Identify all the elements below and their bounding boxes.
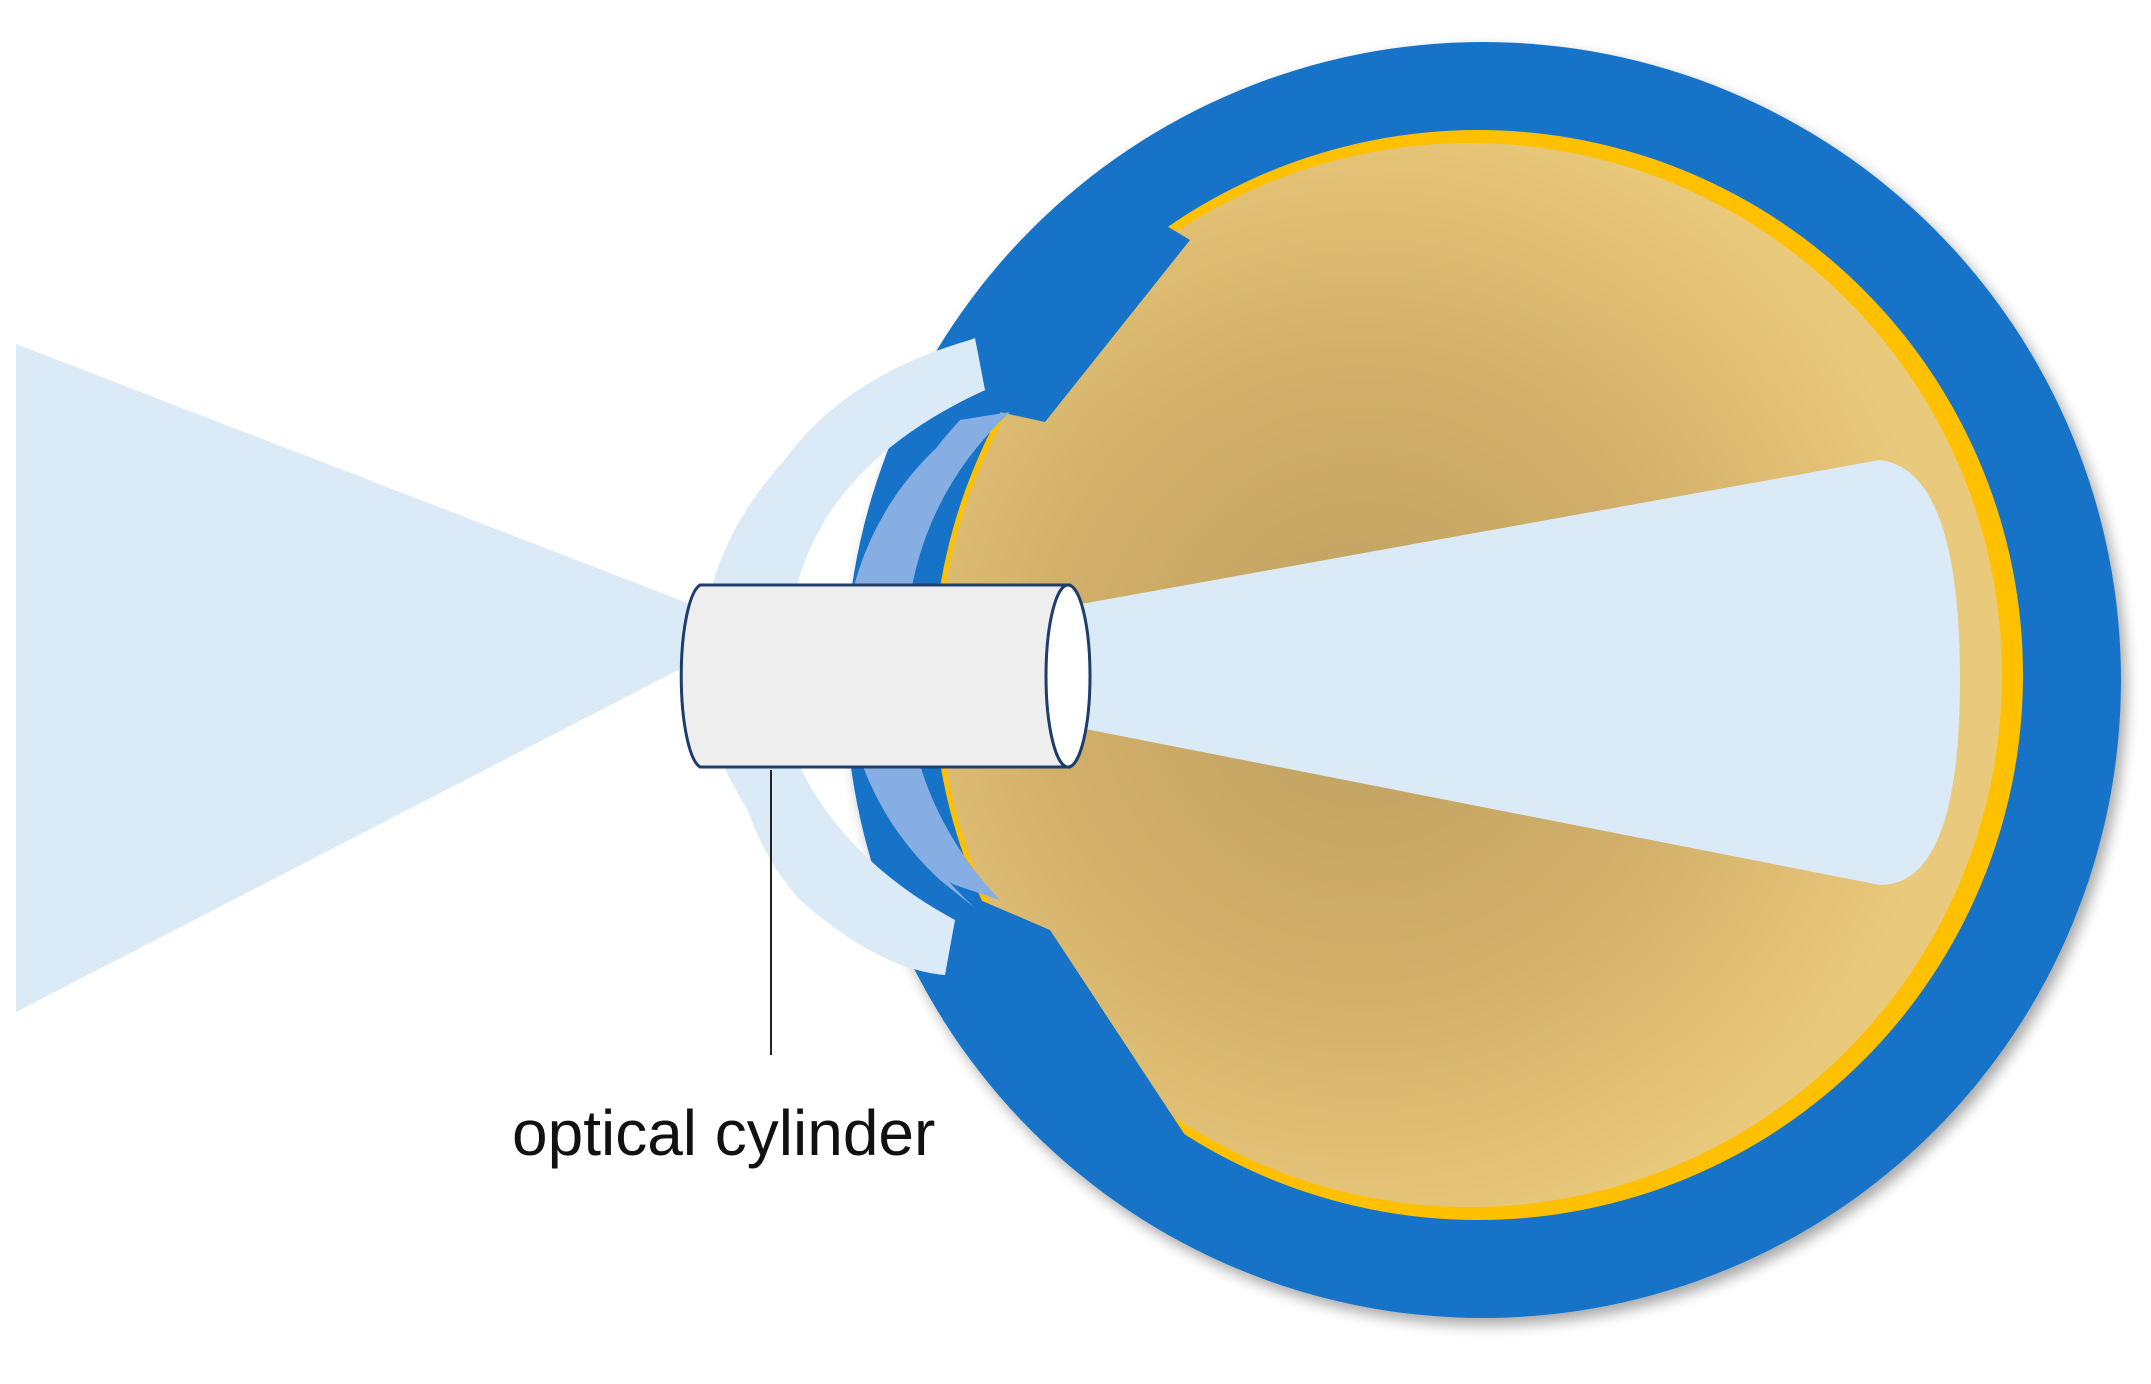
optical-cylinder-label: optical cylinder [512,1097,935,1169]
incoming-light-beam [16,344,690,1012]
optical-cylinder-end [1044,583,1092,769]
cornea-inner-band [866,412,1010,900]
sclera-lower-edge [955,900,1185,1135]
inner-light-beam [1070,460,1960,885]
optical-cylinder [679,583,1092,769]
optical-cylinder-body [679,583,1091,769]
cornea-inner-ring [844,420,975,908]
sclera-upper-edge [975,210,1190,422]
cornea-outer-band [726,340,985,975]
